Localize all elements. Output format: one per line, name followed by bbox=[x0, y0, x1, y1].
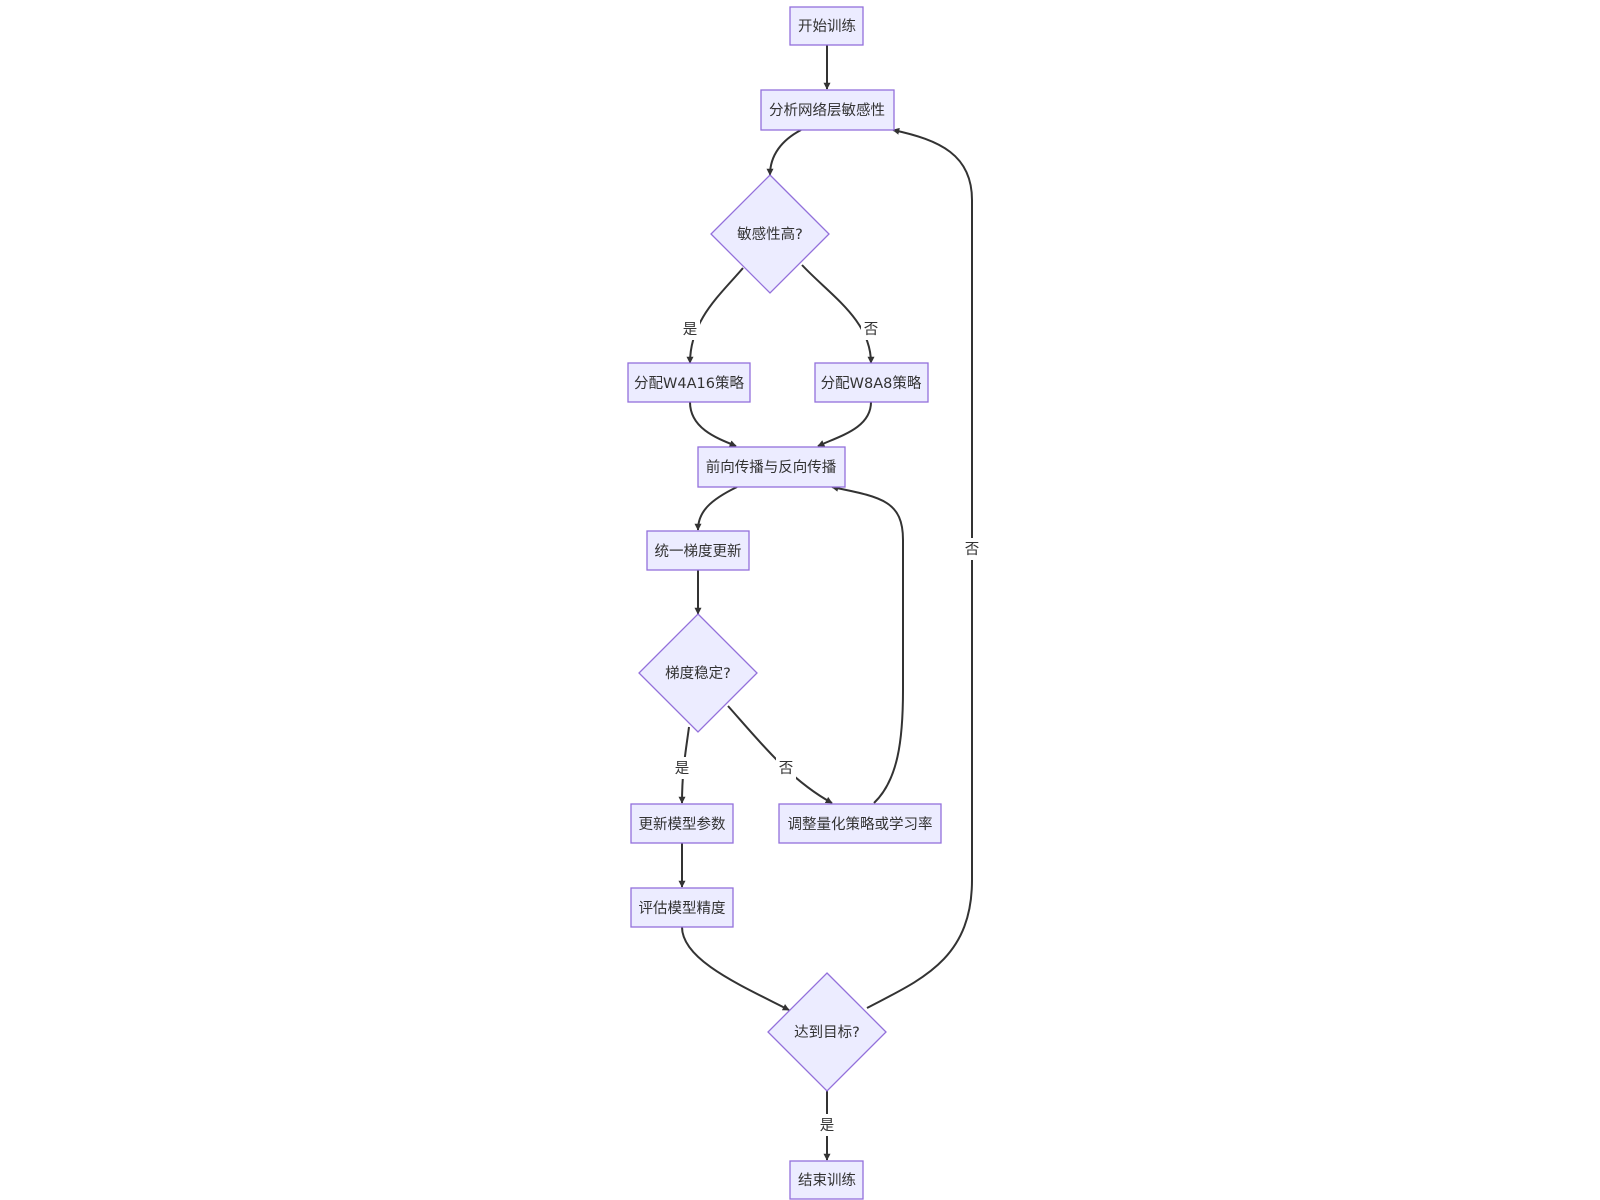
edge-label-sens-q-w4a16: 是 bbox=[680, 318, 700, 340]
svg-text:分配W8A8策略: 分配W8A8策略 bbox=[821, 375, 922, 392]
node-grad-update: 统一梯度更新 bbox=[646, 530, 750, 571]
svg-text:达到目标?: 达到目标? bbox=[794, 1024, 860, 1041]
edge-label-grad-q-adjust: 否 bbox=[776, 757, 796, 779]
node-target-q: 达到目标? bbox=[767, 972, 887, 1092]
edge-analyze-sens-q bbox=[766, 129, 802, 176]
edge-grad-q-adjust bbox=[727, 705, 833, 804]
node-adjust: 调整量化策略或学习率 bbox=[778, 803, 942, 844]
edge-label-target-q-analyze: 否 bbox=[962, 538, 982, 560]
edge-w4a16-propagate bbox=[689, 401, 737, 447]
svg-text:开始训练: 开始训练 bbox=[798, 18, 856, 35]
node-w4a16: 分配W4A16策略 bbox=[627, 362, 751, 403]
node-grad-q: 梯度稳定? bbox=[638, 613, 758, 733]
svg-text:是: 是 bbox=[675, 761, 690, 777]
svg-text:结束训练: 结束训练 bbox=[798, 1172, 856, 1189]
node-start: 开始训练 bbox=[789, 6, 864, 46]
node-w8a8: 分配W8A8策略 bbox=[814, 362, 929, 403]
edge-target-q-analyze bbox=[866, 127, 973, 1009]
edge-label-grad-q-update-params: 是 bbox=[672, 757, 692, 779]
nodes: 开始训练 分析网络层敏感性 敏感性高? 分配W4A16策略 分配W8A8策略 前… bbox=[627, 6, 942, 1200]
edge-propagate-grad-update bbox=[694, 486, 738, 531]
svg-text:敏感性高?: 敏感性高? bbox=[737, 226, 803, 243]
svg-text:调整量化策略或学习率: 调整量化策略或学习率 bbox=[788, 816, 933, 833]
svg-text:前向传播与反向传播: 前向传播与反向传播 bbox=[706, 459, 837, 476]
node-update-params: 更新模型参数 bbox=[630, 803, 734, 844]
edge-label-sens-q-w8a8: 否 bbox=[861, 318, 881, 340]
edge-label-target-q-end: 是 bbox=[817, 1114, 837, 1136]
svg-text:分配W4A16策略: 分配W4A16策略 bbox=[634, 375, 744, 392]
node-analyze: 分析网络层敏感性 bbox=[760, 89, 895, 131]
svg-text:梯度稳定?: 梯度稳定? bbox=[665, 665, 731, 682]
node-end: 结束训练 bbox=[789, 1160, 864, 1200]
node-sens-q: 敏感性高? bbox=[710, 174, 830, 294]
edge-adjust-propagate bbox=[831, 484, 904, 804]
svg-text:否: 否 bbox=[779, 761, 794, 777]
edge-sens-q-w4a16 bbox=[686, 267, 744, 364]
svg-text:统一梯度更新: 统一梯度更新 bbox=[655, 543, 742, 560]
svg-text:否: 否 bbox=[864, 322, 879, 338]
node-propagate: 前向传播与反向传播 bbox=[697, 446, 846, 488]
svg-text:是: 是 bbox=[820, 1118, 835, 1134]
svg-text:否: 否 bbox=[965, 542, 980, 558]
edge-w8a8-propagate bbox=[817, 401, 872, 447]
svg-text:评估模型精度: 评估模型精度 bbox=[639, 900, 726, 917]
svg-text:更新模型参数: 更新模型参数 bbox=[639, 816, 726, 833]
edge-evaluate-target-q bbox=[681, 926, 790, 1011]
svg-text:分析网络层敏感性: 分析网络层敏感性 bbox=[769, 102, 885, 119]
svg-text:是: 是 bbox=[683, 322, 698, 338]
edge-sens-q-w8a8 bbox=[801, 264, 875, 364]
edge-labels: 是 否 是 否 是 否 bbox=[672, 318, 982, 1136]
node-evaluate: 评估模型精度 bbox=[630, 887, 734, 928]
